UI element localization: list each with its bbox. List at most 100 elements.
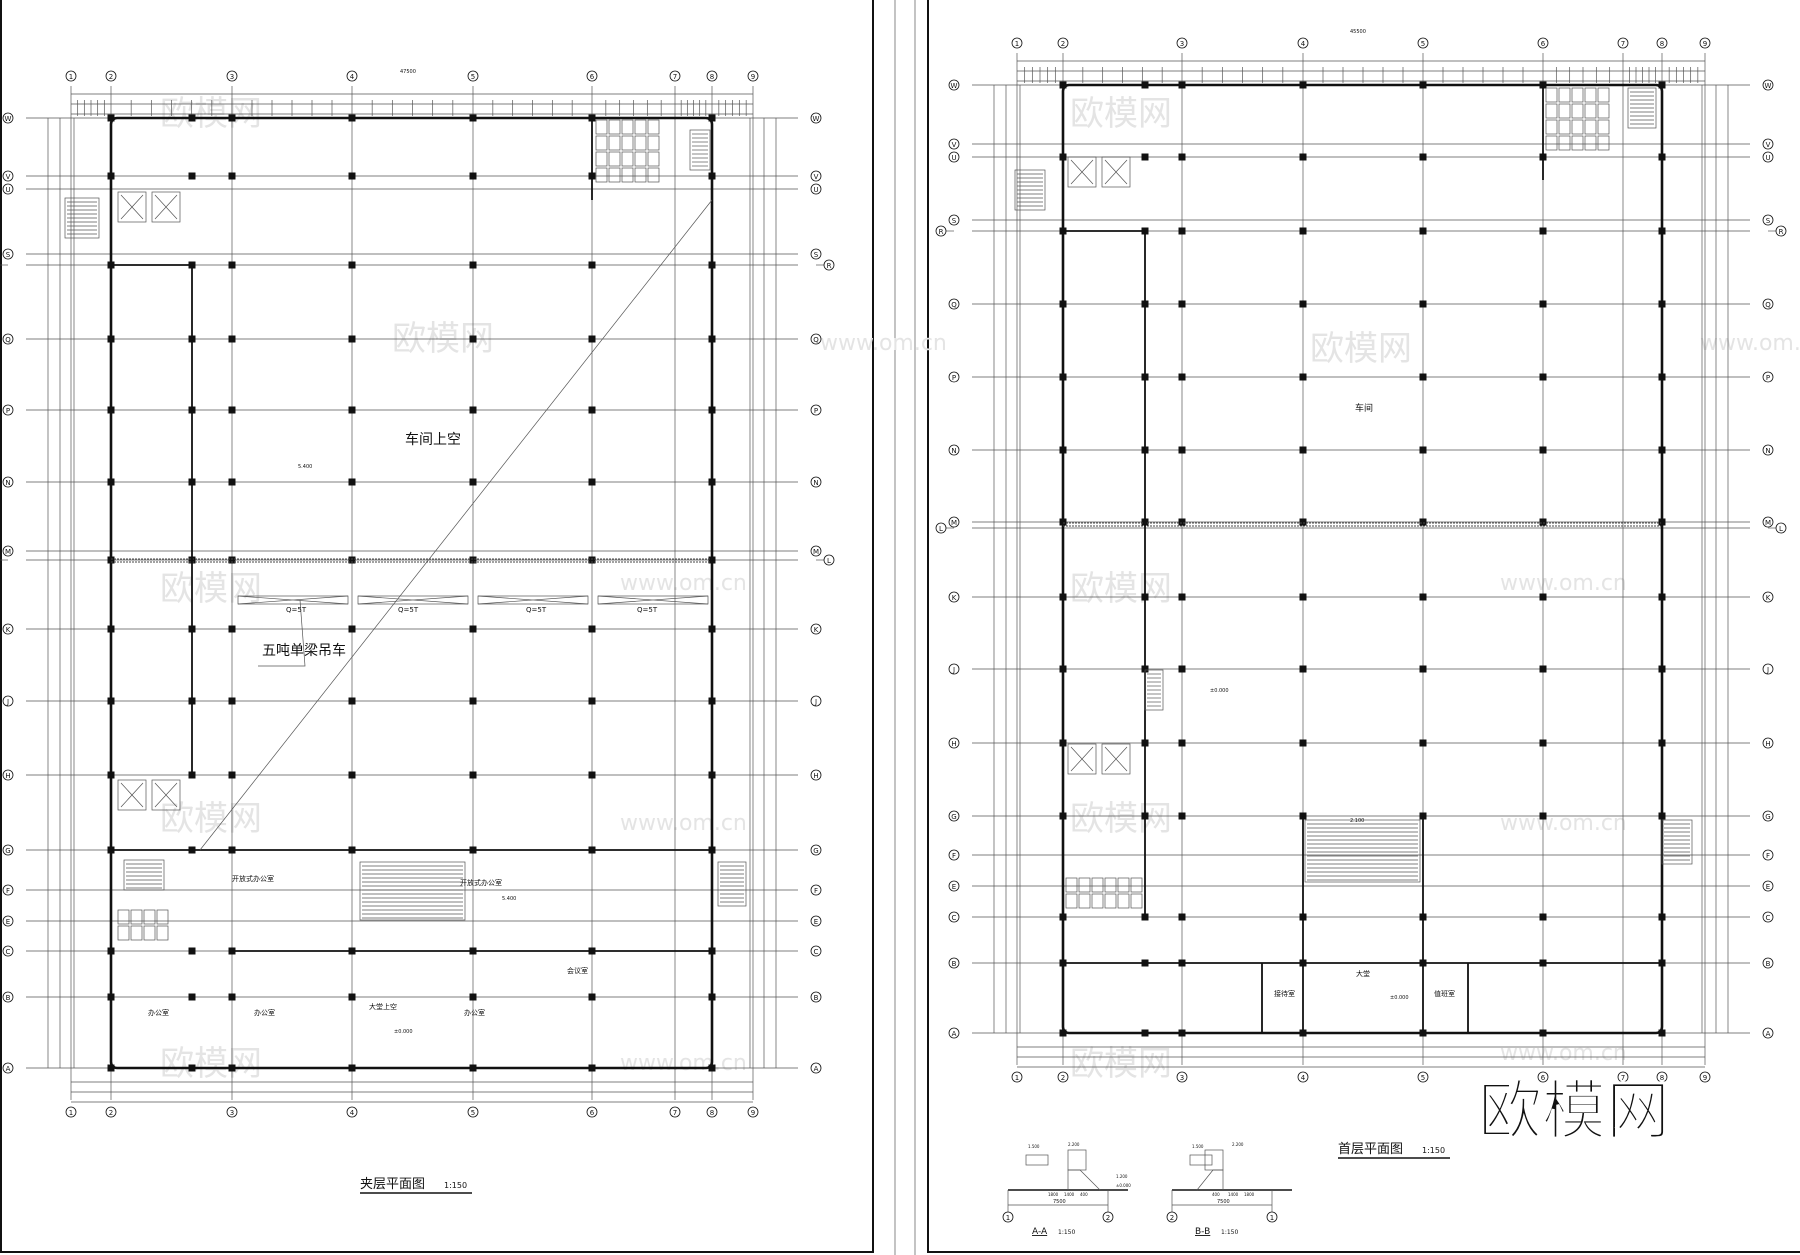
axis-bubble xyxy=(1011,1071,1023,1083)
structural-column xyxy=(469,771,477,779)
structural-column xyxy=(107,625,115,633)
axis-label: 2 xyxy=(1106,1214,1110,1222)
axis-label: 6 xyxy=(1541,1074,1546,1082)
dimension-label: 1400 xyxy=(1064,1192,1075,1197)
elevator-cross xyxy=(154,782,178,808)
axis-bubble xyxy=(1762,151,1774,163)
stair xyxy=(359,861,466,921)
elevation-label: ±0.000 xyxy=(1116,1183,1131,1188)
axis-bubble xyxy=(2,404,14,416)
room-label-open-office-1: 开放式办公室 xyxy=(232,874,274,883)
structural-column xyxy=(228,261,236,269)
toilet-stall xyxy=(595,119,608,135)
axis-bubble xyxy=(2,991,14,1003)
room-label-crane: 五吨单梁吊车 xyxy=(262,642,346,659)
toilet-stall xyxy=(1545,119,1558,135)
axis-bubble xyxy=(1762,138,1774,150)
dimension-label: 400 xyxy=(1212,1192,1220,1197)
drawing-title: 夹层平面图 xyxy=(360,1177,425,1192)
toilet-stall xyxy=(156,909,169,925)
dimension-label: 400 xyxy=(1080,1192,1088,1197)
axis-label: 1 xyxy=(1006,1214,1010,1222)
axis-label: 6 xyxy=(590,1109,595,1117)
axis-label: W xyxy=(951,82,958,90)
elevation-mark: ±0.000 xyxy=(394,1029,413,1035)
toilet-stall xyxy=(608,167,621,183)
axis-bubble xyxy=(1775,522,1787,534)
structural-column xyxy=(1299,300,1307,308)
watermark-url: www.om.cn xyxy=(620,571,747,596)
structural-column xyxy=(1539,373,1547,381)
axis-bubble xyxy=(810,991,822,1003)
watermark-text: 欧模网 xyxy=(1070,94,1172,134)
axis-bubble xyxy=(1762,298,1774,310)
structural-column xyxy=(1539,665,1547,673)
axis-bubble xyxy=(810,248,822,260)
axis-bubble xyxy=(810,915,822,927)
axis-bubble xyxy=(823,259,835,271)
axis-label: 5 xyxy=(471,1109,475,1117)
elevator-cross xyxy=(1104,746,1128,772)
structural-column xyxy=(1299,227,1307,235)
structural-column xyxy=(107,771,115,779)
axis-label: N xyxy=(5,479,10,487)
watermark-url: www.om.cn xyxy=(1500,811,1627,836)
elevation-label: 2.200 xyxy=(1068,1142,1080,1147)
structural-column xyxy=(228,771,236,779)
axis-label: K xyxy=(6,626,11,634)
room-label-workshop: 车间 xyxy=(1355,402,1373,414)
structural-column xyxy=(348,625,356,633)
structural-column xyxy=(1059,373,1067,381)
elevator-shaft xyxy=(151,779,181,811)
crane-beam-cross xyxy=(357,595,469,605)
crane-beam xyxy=(597,595,709,605)
structural-column xyxy=(1059,518,1067,526)
structural-column xyxy=(107,993,115,1001)
structural-column xyxy=(1539,518,1547,526)
axis-bubble xyxy=(948,214,960,226)
toilet-stall xyxy=(595,135,608,151)
structural-column xyxy=(1419,373,1427,381)
axis-bubble xyxy=(1762,516,1774,528)
axis-bubble xyxy=(2,769,14,781)
axis-label: 6 xyxy=(1541,40,1546,48)
toilet-stall xyxy=(647,119,660,135)
structural-column xyxy=(1539,812,1547,820)
elevation-label: 2.200 xyxy=(1232,1142,1244,1147)
toilet-stall xyxy=(1545,87,1558,103)
structural-column xyxy=(469,261,477,269)
axis-label: 5 xyxy=(1421,1074,1425,1082)
structural-column xyxy=(1178,593,1186,601)
structural-column xyxy=(708,114,716,122)
section-titles: A-A 1:150 B-B 1:150 xyxy=(1032,1227,1238,1237)
axis-bubble xyxy=(1762,663,1774,675)
crane-capacity-1: Q=5T xyxy=(286,606,307,614)
axis-label: E xyxy=(814,918,818,926)
structural-column xyxy=(1539,227,1547,235)
elevation-mark: 2.100 xyxy=(1350,818,1364,824)
toilet-stall xyxy=(1065,877,1078,893)
axis-label: 4 xyxy=(350,73,355,81)
structural-column xyxy=(1141,153,1149,161)
axis-label: 1 xyxy=(69,1109,73,1117)
axis-bubble xyxy=(810,476,822,488)
axis-bubble xyxy=(467,70,479,82)
structural-column xyxy=(469,1064,477,1072)
toilet-stall xyxy=(1545,103,1558,119)
axis-label: 4 xyxy=(1301,1074,1306,1082)
axis-label: U xyxy=(813,186,818,194)
overall-dimension: 45500 xyxy=(1350,29,1366,35)
watermark-text: 欧模网 xyxy=(1070,1044,1172,1084)
axis-bubble xyxy=(948,79,960,91)
axis-label: 4 xyxy=(1301,40,1306,48)
axis-bubble xyxy=(948,880,960,892)
axis-bubble xyxy=(2,695,14,707)
room-label-duty-room: 值班室 xyxy=(1434,989,1455,998)
axis-bubble xyxy=(2,884,14,896)
axis-bubble xyxy=(1699,1071,1711,1083)
structural-column xyxy=(1419,81,1427,89)
structural-column xyxy=(1419,665,1427,673)
parapet xyxy=(1204,1149,1224,1171)
